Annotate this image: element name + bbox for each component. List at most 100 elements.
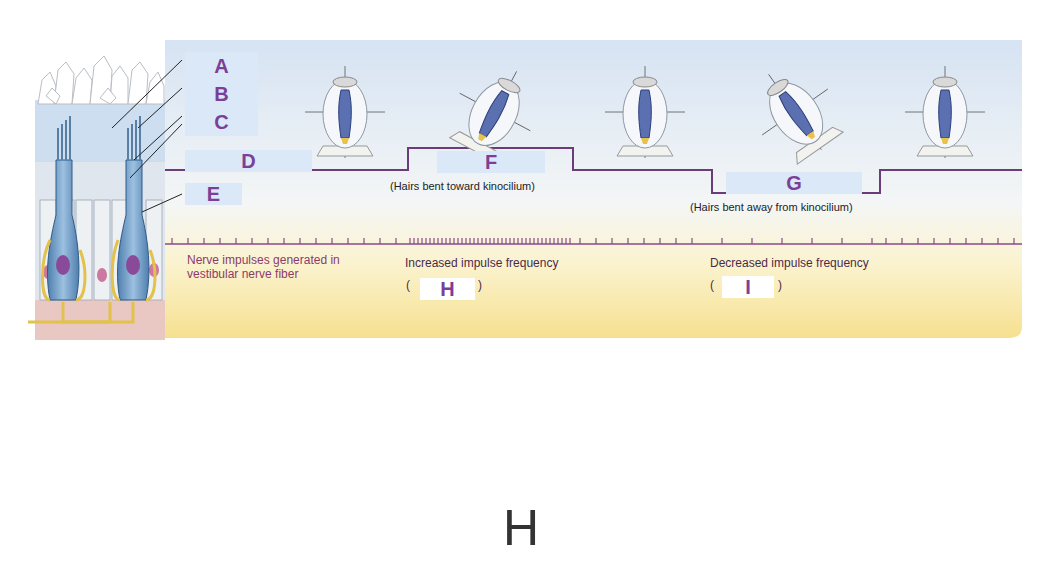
impulse-tick <box>413 238 414 244</box>
letter-box: E <box>185 183 242 205</box>
callout-letter: A <box>214 56 228 76</box>
impulse-tick <box>171 238 172 244</box>
impulse-tick <box>643 238 644 244</box>
impulse-tick <box>347 238 348 244</box>
impulse-tick <box>469 238 470 244</box>
macula-illustration <box>28 56 165 340</box>
callout-letter: E <box>207 184 220 204</box>
annotation-text: Nerve impulses generated in vestibular n… <box>187 254 382 282</box>
annotation-text: ) <box>478 279 482 293</box>
impulse-tick <box>981 238 982 244</box>
impulse-tick <box>841 238 842 244</box>
annotation-text: Increased impulse frequency <box>405 257 558 271</box>
impulse-tick <box>521 238 522 244</box>
impulse-tick <box>509 238 510 244</box>
head-icon <box>905 66 985 158</box>
impulse-tick <box>537 238 538 244</box>
impulse-tick <box>299 238 300 244</box>
head-icon <box>736 51 854 172</box>
impulse-tick <box>425 238 426 244</box>
impulse-tick <box>437 238 438 244</box>
impulse-tick <box>481 238 482 244</box>
impulse-tick <box>505 238 506 244</box>
impulse-tick <box>611 238 612 244</box>
letter-box: G <box>726 172 862 194</box>
impulse-tick <box>751 238 752 244</box>
impulse-tick <box>251 238 252 244</box>
impulse-tick <box>187 238 188 244</box>
impulse-tick <box>473 238 474 244</box>
impulse-tick <box>553 238 554 244</box>
impulse-tick <box>917 238 918 244</box>
impulse-tick <box>549 238 550 244</box>
impulse-tick <box>675 238 676 244</box>
impulse-baseline <box>165 243 1022 245</box>
impulse-tick <box>513 238 514 244</box>
annotation-text: ( <box>710 279 714 293</box>
letter-box: D <box>185 150 312 172</box>
impulse-tick <box>811 238 812 244</box>
impulse-tick <box>497 238 498 244</box>
letter-box: F <box>437 151 545 173</box>
impulse-tick <box>561 238 562 244</box>
impulse-tick <box>501 238 502 244</box>
head-icon <box>305 66 385 158</box>
impulse-tick <box>933 238 934 244</box>
impulse-tick <box>565 238 566 244</box>
impulse-tick <box>445 238 446 244</box>
impulse-tick <box>781 238 782 244</box>
impulse-tick <box>1013 238 1014 244</box>
callout-letter: D <box>241 151 255 171</box>
impulse-tick <box>997 238 998 244</box>
impulse-tick <box>379 238 380 244</box>
annotation-text: (Hairs bent away from kinocilium) <box>690 201 853 214</box>
impulse-tick <box>949 238 950 244</box>
impulse-tick <box>449 238 450 244</box>
impulse-tick <box>203 238 204 244</box>
leader-lines <box>112 60 182 212</box>
impulse-ticks <box>172 238 1014 244</box>
impulse-tick <box>545 238 546 244</box>
impulse-tick <box>477 238 478 244</box>
impulse-tick <box>569 238 570 244</box>
annotation-text: (Hairs bent toward kinocilium) <box>390 180 535 193</box>
impulse-tick <box>627 238 628 244</box>
impulse-tick <box>409 238 410 244</box>
callout-letter: F <box>485 152 497 172</box>
impulse-tick <box>557 238 558 244</box>
letter-box: C <box>185 108 258 136</box>
impulse-tick <box>395 238 396 244</box>
impulse-tick <box>465 238 466 244</box>
impulse-tick <box>331 238 332 244</box>
impulse-tick <box>871 238 872 244</box>
letter-box: B <box>185 80 258 108</box>
head-icons <box>305 51 985 172</box>
receptor-potential-line <box>165 148 1022 193</box>
label-ground <box>185 52 258 136</box>
letter-box: A <box>185 52 258 80</box>
impulse-tick <box>489 238 490 244</box>
impulse-tick <box>885 238 886 244</box>
impulse-tick <box>267 238 268 244</box>
head-icon <box>605 66 685 158</box>
annotation-text: Decreased impulse frequency <box>710 257 869 271</box>
callout-letter: B <box>214 84 228 104</box>
impulse-tick <box>363 238 364 244</box>
impulse-tick <box>659 238 660 244</box>
impulse-tick <box>533 238 534 244</box>
callout-letter: C <box>214 112 228 132</box>
impulse-tick <box>219 238 220 244</box>
impulse-tick <box>315 238 316 244</box>
annotation-text: ( <box>406 279 410 293</box>
impulse-tick <box>453 238 454 244</box>
impulse-tick <box>721 238 722 244</box>
impulse-tick <box>525 238 526 244</box>
impulse-tick <box>485 238 486 244</box>
impulse-tick <box>595 238 596 244</box>
impulse-tick <box>493 238 494 244</box>
callout-letter: G <box>786 173 802 193</box>
impulse-tick <box>417 238 418 244</box>
callout-letter: H <box>440 279 454 299</box>
impulse-tick <box>901 238 902 244</box>
impulse-tick <box>235 238 236 244</box>
